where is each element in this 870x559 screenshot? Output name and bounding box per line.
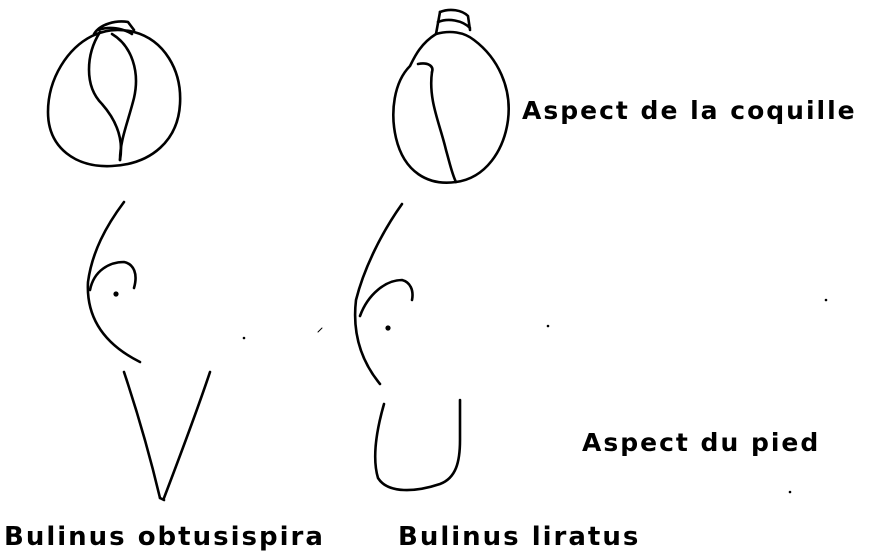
shell-obtusispira-drawing: [48, 22, 180, 167]
foot-obtusispira-drawing: [88, 202, 210, 500]
scan-specks: [243, 299, 827, 493]
shell-liratus-drawing: [393, 10, 508, 183]
shell-row-label: Aspect de la coquille: [522, 96, 857, 125]
species-name-obtusispira: Bulinus obtusispira: [4, 522, 325, 552]
foot-row-label: Aspect du pied: [582, 428, 820, 457]
foot-liratus-drawing: [355, 204, 460, 490]
species-name-liratus: Bulinus liratus: [398, 522, 640, 552]
